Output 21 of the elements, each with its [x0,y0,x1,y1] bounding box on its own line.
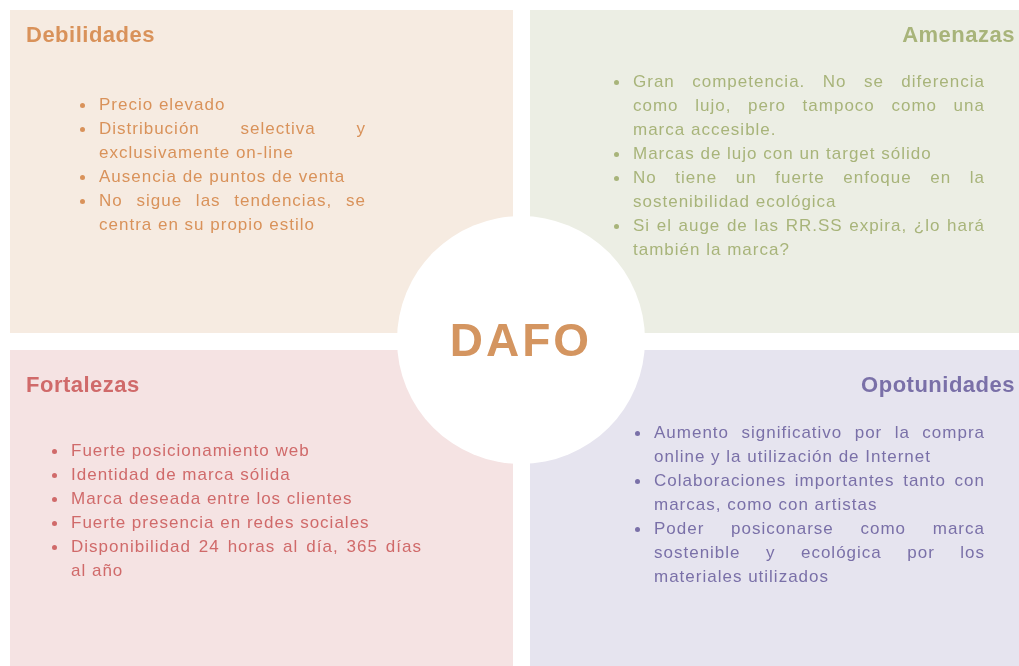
bullet-item: No tiene un fuerte enfoque en la sostenibilidad ecológica [633,167,985,213]
bullet-item: Poder posiconarse como marca sostenible y ecológica por los materiales utilizados [654,518,985,588]
bullet-item: Si el auge de las RR.SS expira, ¿lo hará también la marca? [633,215,985,261]
bullet-item: Aumento significativo por la compra online y la utilización de Internet [654,422,985,468]
bullet-item: Disponibilidad 24 horas al día, 365 días al año [71,536,422,582]
bullet-item: Precio elevado [99,94,227,116]
bullet-item: No sigue las tendencias, se centra en su propio estilo [99,190,366,236]
center-title: DAFO [449,313,593,367]
bullet-item: Distribución selectiva y exclusivamente on-line [99,118,366,164]
bullet-item: Fuerte posicionamiento web [71,440,311,462]
bullet-item: Gran competencia. No se diferencia como lujo, pero tampoco como una marca accesible. [633,71,985,141]
bullet-item: Identidad de marca sólida [71,464,292,486]
bullet-item: Marcas de lujo con un target sólido [633,143,933,165]
quadrant-heading: Fortalezas [26,372,140,398]
quadrant-heading: Debilidades [26,22,155,48]
bullet-item: Ausencia de puntos de venta [99,166,347,188]
bullet-item: Marca deseada entre los clientes [71,488,354,510]
quadrant-heading: Amenazas [902,22,1015,48]
bullet-item: Colaboraciones importantes tanto con marcas, como con artistas [654,470,985,516]
quadrant-heading: Opotunidades [861,372,1015,398]
bullet-item: Fuerte presencia en redes sociales [71,512,371,534]
